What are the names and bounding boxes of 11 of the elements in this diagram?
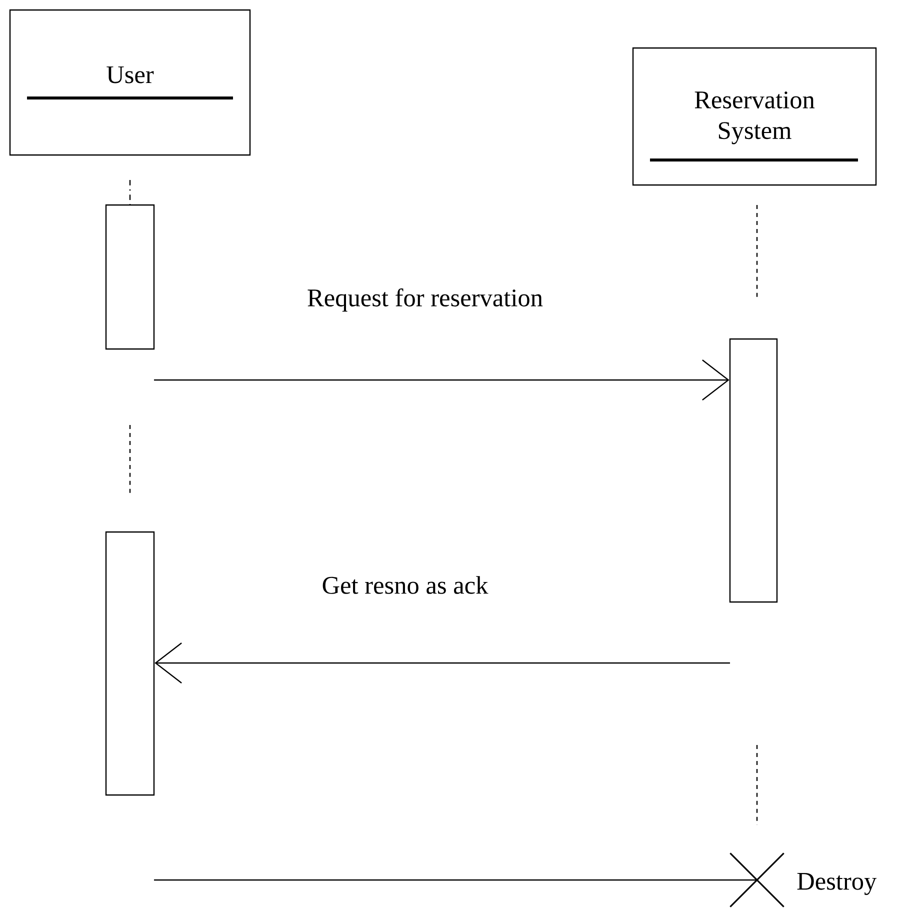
object-box: User	[9, 9, 251, 156]
edge-label: Get resno as ack	[322, 576, 488, 594]
message-arrow	[154, 360, 730, 400]
activation-bar	[105, 531, 155, 796]
message-arrow	[154, 642, 730, 684]
destroy-mark	[729, 852, 785, 908]
beside-label: Destroy	[797, 873, 877, 896]
object-box: Reservation System	[632, 47, 877, 186]
activation-bar	[729, 338, 778, 603]
activation-bar	[105, 204, 155, 350]
edge-label: Request for reservation	[308, 288, 543, 312]
